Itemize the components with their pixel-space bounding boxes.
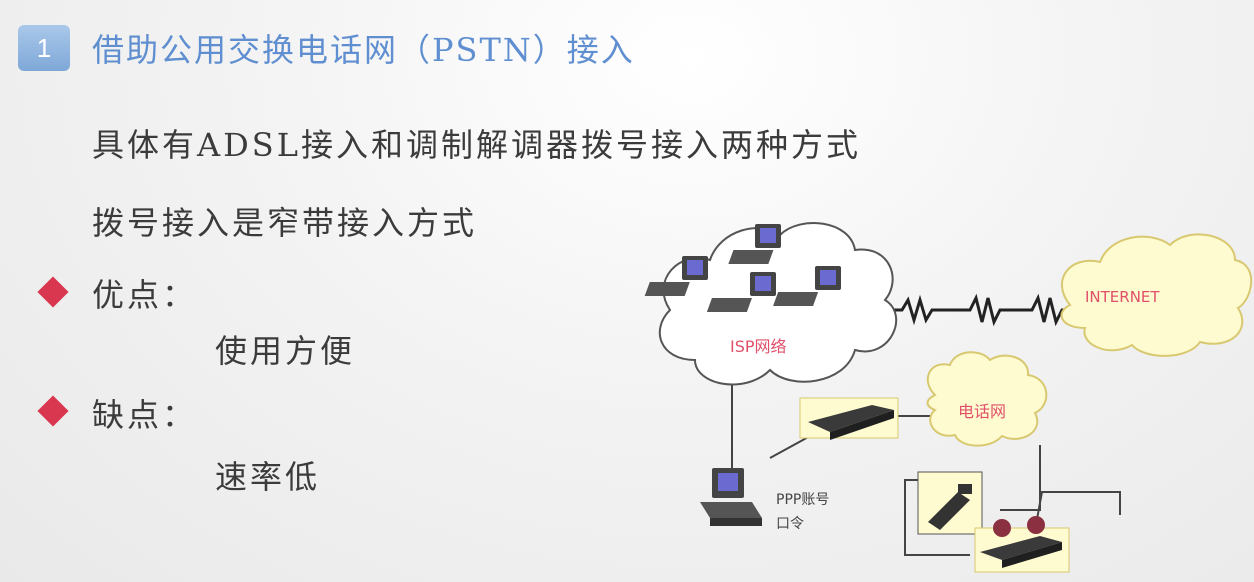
ppp-password-label: 口令 bbox=[776, 516, 804, 532]
cons-bullet-icon bbox=[37, 395, 69, 427]
modem-icon-upper bbox=[799, 397, 899, 440]
phone-network-label: 电话网 bbox=[958, 402, 1006, 421]
cons-label: 缺点： bbox=[92, 396, 198, 434]
isp-server-icon-3 bbox=[706, 272, 776, 312]
internet-label: INTERNET bbox=[1085, 288, 1160, 306]
internet-cloud bbox=[1060, 233, 1253, 357]
cons-text: 速率低 bbox=[215, 458, 321, 496]
ppp-account-label: PPP账号 bbox=[776, 492, 829, 508]
slide-title: 借助公用交换电话网（PSTN）接入 bbox=[92, 31, 635, 69]
isp-server-icon-1 bbox=[728, 224, 781, 264]
text-narrowband: 拨号接入是窄带接入方式 bbox=[92, 204, 478, 242]
pros-text: 使用方便 bbox=[215, 332, 356, 370]
outlet-line bbox=[1034, 491, 1121, 531]
pc-to-modem-line bbox=[769, 434, 813, 459]
isp-network-label: ISP网络 bbox=[730, 337, 787, 356]
isp-server-icon-2 bbox=[644, 256, 708, 296]
network-diagram: ISP网络 INTERNET 电话网 PPP账号 口令 bbox=[644, 222, 1253, 573]
telephone-handset-icon bbox=[917, 471, 983, 535]
phone-net-to-modem-line bbox=[1000, 445, 1041, 511]
isp-server-icon-4 bbox=[773, 266, 841, 306]
isp-internet-zigzag-link bbox=[882, 293, 1085, 327]
phone-network-cloud bbox=[926, 351, 1048, 447]
modem-icon-lower bbox=[974, 516, 1070, 573]
slide-number-badge: 1 bbox=[18, 25, 70, 71]
user-computer-icon bbox=[700, 468, 762, 526]
text-access-types: 具体有ADSL接入和调制解调器拨号接入两种方式 bbox=[92, 126, 861, 164]
pros-bullet-icon bbox=[37, 276, 69, 308]
slide-title-row: 1 借助公用交换电话网（PSTN）接入 bbox=[18, 24, 635, 72]
pros-label: 优点： bbox=[92, 276, 198, 314]
